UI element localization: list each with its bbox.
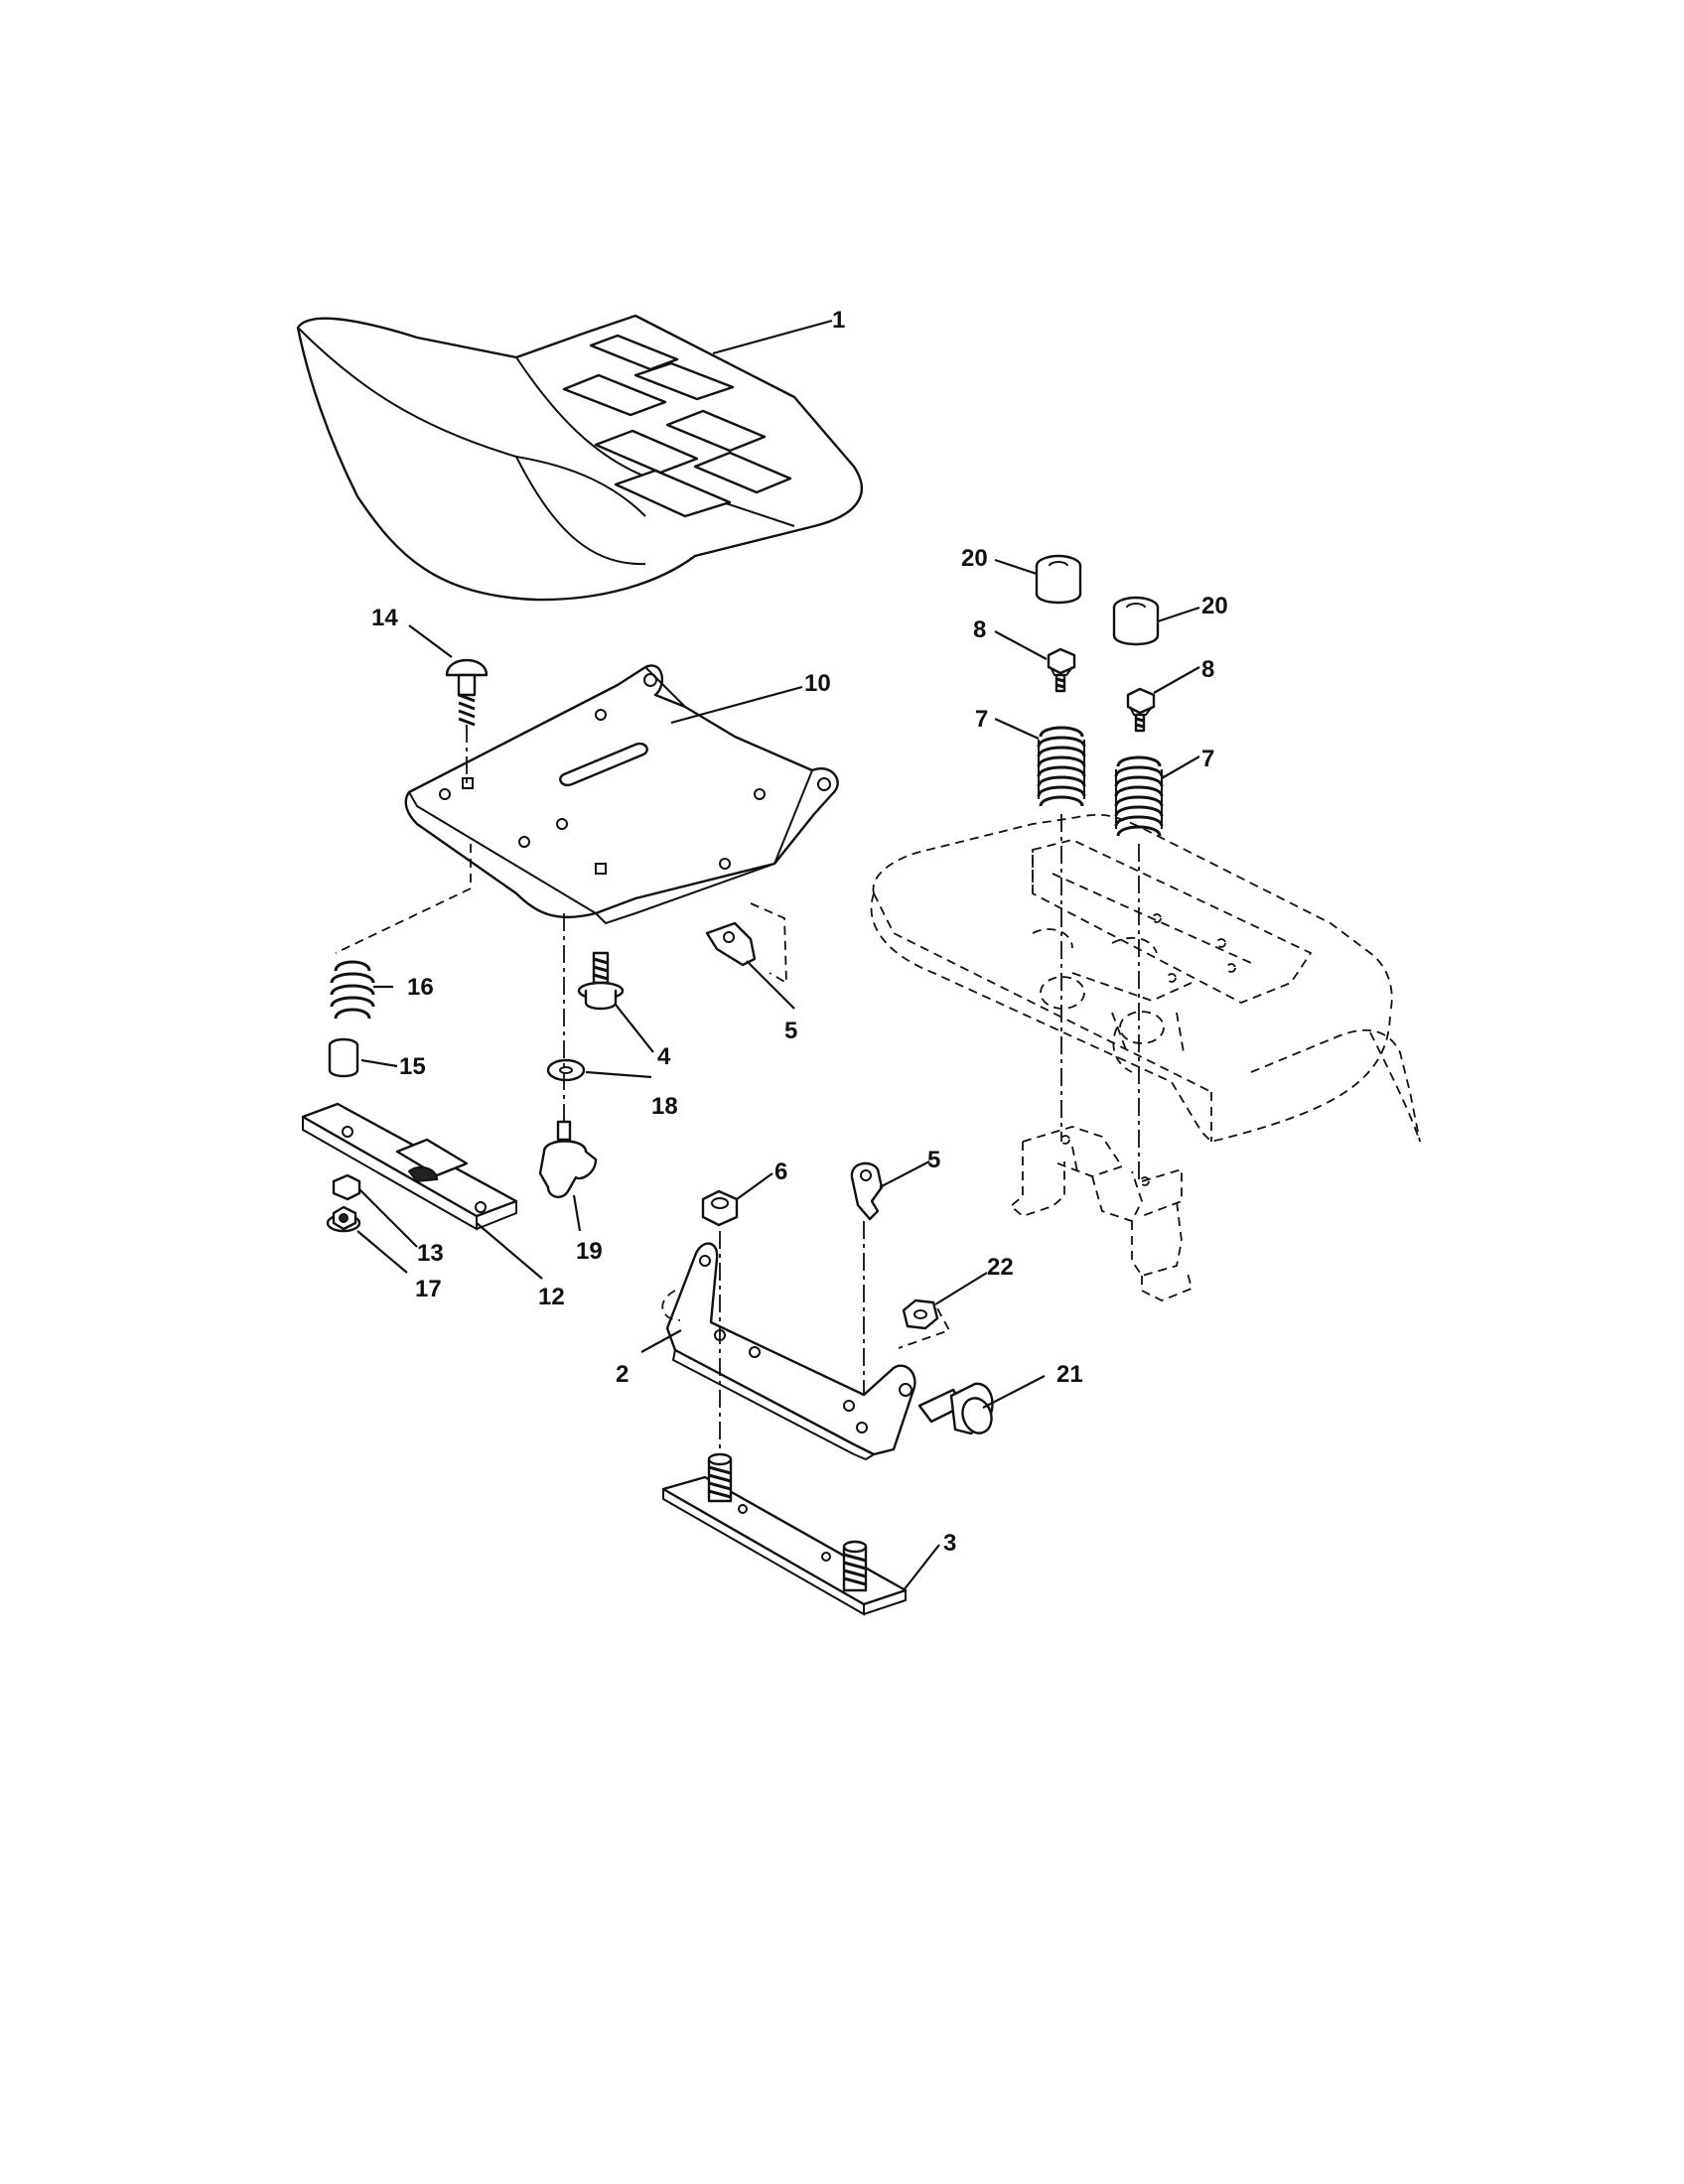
callout-4: 4 [657, 1043, 671, 1070]
callout-8-left: 8 [973, 616, 986, 643]
shoulder-bolt-21-part [917, 1382, 994, 1435]
callout-13: 13 [417, 1240, 444, 1267]
callout-22: 22 [987, 1254, 1014, 1281]
leader-lines [356, 319, 1200, 1591]
seat-pad-grid [562, 334, 792, 518]
seat-clip-lower-part [850, 1161, 884, 1221]
callout-2: 2 [616, 1361, 629, 1388]
callout-14: 14 [371, 605, 398, 631]
callout-10: 10 [804, 670, 831, 697]
flange-bolt-right-part [1126, 687, 1156, 733]
adjustment-plate-part [301, 1102, 518, 1231]
callout-7-left: 7 [975, 706, 988, 733]
seat-bracket-part [661, 1242, 916, 1461]
carriage-bolt-part [445, 658, 489, 789]
flange-bolt-left-part [1047, 647, 1076, 693]
flange-nut-17-part [326, 1205, 361, 1233]
nut-22-part [898, 1298, 951, 1349]
callout-3: 3 [943, 1530, 956, 1557]
knob-part [538, 1120, 598, 1198]
seat-clip-upper-part [705, 902, 787, 985]
callout-5-lower: 5 [927, 1147, 940, 1173]
seat-part [296, 314, 864, 602]
fender-frame-reference [870, 813, 1421, 1301]
seat-spring-right-part [1114, 755, 1164, 837]
callout-5-upper: 5 [784, 1018, 797, 1044]
seat-pan-part [404, 664, 839, 925]
spacer-part [328, 1037, 359, 1078]
washer-part [546, 1058, 586, 1082]
stud-plate-part [661, 1452, 908, 1616]
callout-6: 6 [774, 1159, 787, 1185]
bushing-right-part [1112, 596, 1160, 646]
callout-8-right: 8 [1201, 656, 1214, 683]
callout-7-right: 7 [1201, 746, 1214, 772]
callout-18: 18 [651, 1093, 678, 1120]
bushing-left-part [1035, 554, 1082, 605]
callout-12: 12 [538, 1284, 565, 1310]
seat-spring-part [330, 960, 375, 1020]
shoulder-bolt-part [577, 951, 625, 1011]
callout-labels: 1 2 3 4 5 5 6 7 7 8 8 10 12 13 14 15 16 … [371, 307, 1228, 1557]
callout-20-right: 20 [1201, 593, 1228, 619]
callout-16: 16 [407, 974, 434, 1001]
nut-6-part [701, 1189, 739, 1227]
callout-21: 21 [1056, 1361, 1083, 1388]
callout-19: 19 [576, 1238, 603, 1265]
callout-15: 15 [399, 1053, 426, 1080]
callout-20-left: 20 [961, 545, 988, 572]
nut-13-part [332, 1173, 361, 1201]
callout-1: 1 [832, 307, 845, 334]
seat-spring-left-part [1037, 726, 1086, 807]
callout-17: 17 [415, 1276, 442, 1302]
